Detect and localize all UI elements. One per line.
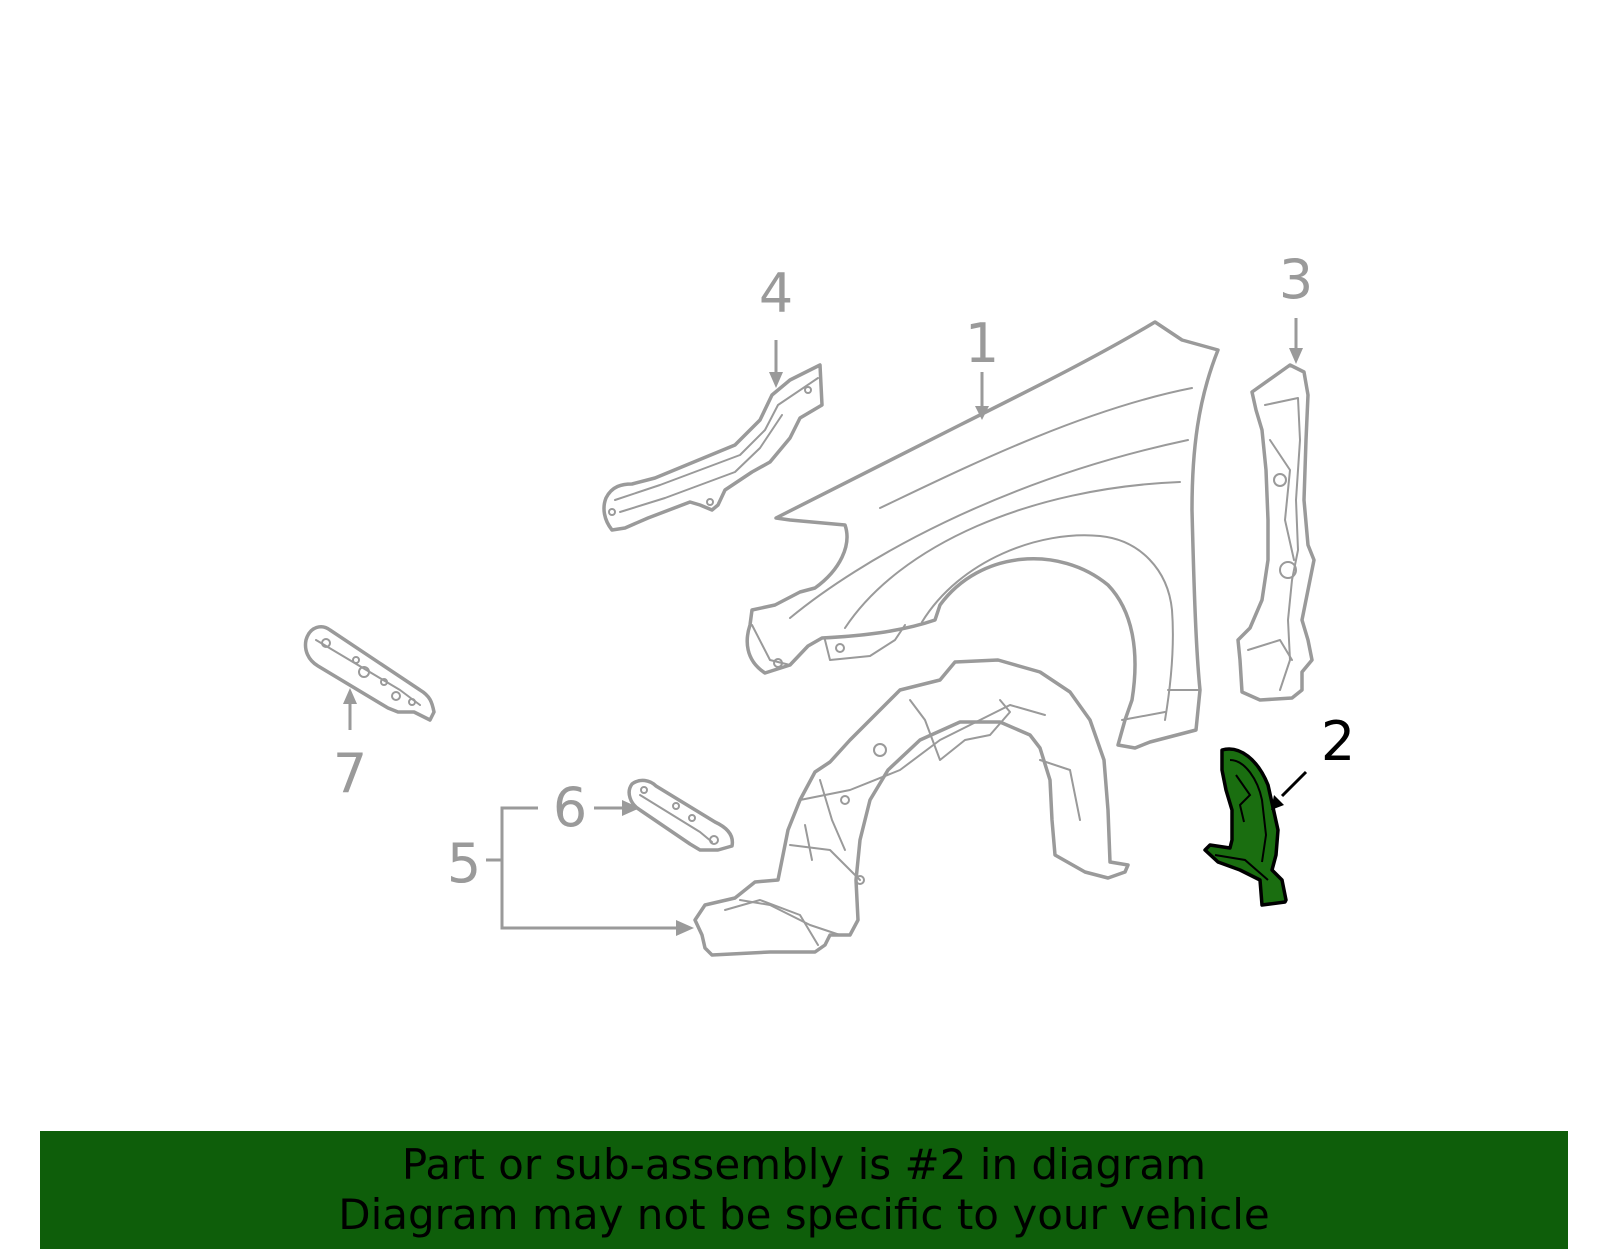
banner-line-part: Part or sub-assembly is #2 in diagram	[401, 1140, 1207, 1189]
part-6-bracket[interactable]	[627, 778, 735, 852]
part-4-apron-bracket[interactable]	[602, 363, 824, 532]
info-banner: Part or sub-assembly is #2 in diagram Di…	[40, 1131, 1568, 1249]
part-1-fender[interactable]	[745, 320, 1220, 750]
banner-line-disclaimer: Diagram may not be specific to your vehi…	[338, 1190, 1270, 1239]
part-7-bracket[interactable]	[303, 625, 436, 722]
part-5-fender-liner[interactable]	[693, 658, 1130, 957]
callout-4: 4	[759, 262, 793, 325]
part-3-fender-seal[interactable]	[1236, 363, 1316, 702]
part-2-bracket-highlighted[interactable]	[1203, 747, 1288, 907]
callout-3: 3	[1279, 248, 1313, 311]
callout-6: 6	[553, 776, 587, 839]
callout-7: 7	[333, 742, 367, 805]
callout-1: 1	[965, 312, 999, 375]
callout-5: 5	[447, 832, 481, 895]
leader-lines	[343, 318, 1308, 936]
callout-2: 2	[1321, 710, 1355, 773]
